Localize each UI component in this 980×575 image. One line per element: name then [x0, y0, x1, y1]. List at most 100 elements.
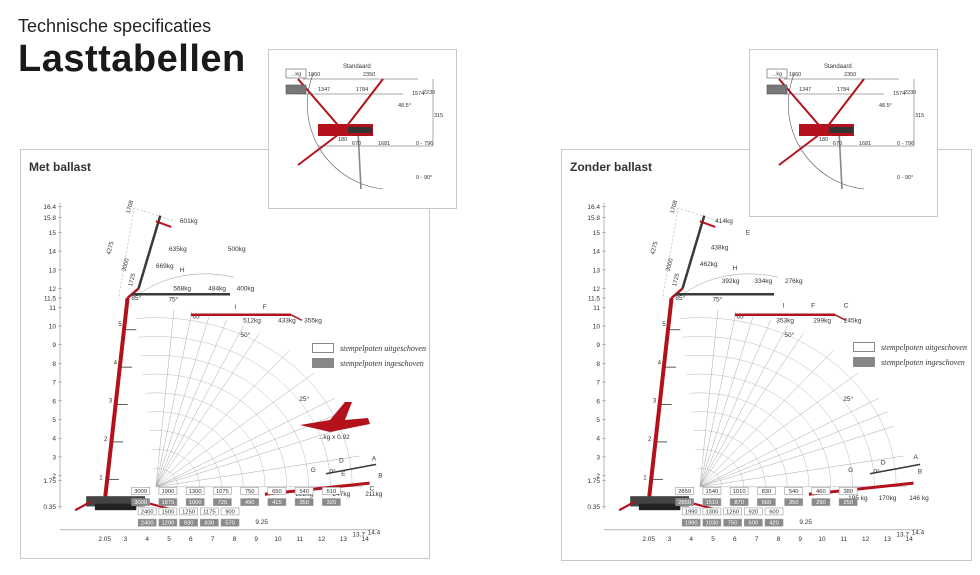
left-boom-dim-0: 1708: [126, 199, 135, 214]
left-table-mid-cell-0: [131, 498, 150, 506]
right-table-top-val-3: 830: [762, 489, 772, 495]
inset-right-leg-ur: [823, 78, 865, 132]
right-table-top-cell-2: [729, 487, 749, 495]
right-mast-num-0: 1: [643, 475, 647, 481]
right-table-mid-cell-2: [729, 498, 749, 506]
right-table-bot-cell-0: [681, 518, 701, 527]
left-outrigger-left: [74, 500, 92, 512]
left-table-top-val-3: 1075: [216, 489, 229, 495]
right-table-mid-val-2: 870: [734, 500, 744, 506]
left-angle-ray-9: [155, 319, 227, 487]
right-boom-dim-3: 1725: [672, 272, 681, 287]
left-letter-D: D: [339, 458, 344, 465]
legend-retracted: stempelpoten uitgeschoven: [340, 343, 426, 353]
right-angle-label-3: 50°: [784, 331, 794, 339]
left-table-mid-val-5: 415: [272, 500, 282, 506]
left-y-label-16: 2: [52, 473, 56, 480]
left-y-label-11: 7: [52, 380, 56, 387]
right-letter-E: E: [746, 229, 751, 236]
left-angle-ray-6: [155, 350, 290, 487]
left-table-low-val-1: 1500: [161, 509, 174, 515]
right-letter-C: C: [844, 302, 849, 309]
right-table-low-val-4: 600: [769, 509, 779, 515]
right-x-label-10: 12: [862, 536, 870, 543]
inset-right-cab: [829, 127, 853, 133]
inset-left-dim-1: 2350: [363, 72, 375, 78]
right-table-low-val-0: 1990: [685, 509, 698, 515]
right-load-low-1: 170kg: [879, 495, 897, 502]
right-y-label-5: 12: [593, 286, 601, 293]
right-x-extra-2: 14.4: [912, 530, 925, 537]
right-x-extra-0: 9.25: [799, 519, 812, 526]
right-boom-dim-0: 1708: [670, 199, 679, 214]
right-angle-ray-1: [699, 455, 904, 488]
left-load-low-0: 282kg: [295, 491, 313, 498]
left-x-label-12: 14: [362, 536, 370, 543]
right-y-label-17: 1.75: [587, 478, 600, 485]
right-y-label-3: 14: [593, 249, 601, 256]
left-y-label-7: 11: [49, 305, 56, 312]
right-table-mid-cell-3: [757, 498, 776, 506]
right-table-top-val-1: 1540: [705, 489, 718, 495]
right-chassis: [630, 496, 690, 507]
inset-left-kg-box-2: [285, 84, 307, 95]
left-jib-tip: [155, 220, 172, 228]
left-angle-ray-12: [155, 309, 175, 487]
right-angle-ray-10: [699, 315, 754, 487]
inset-left-cab: [348, 127, 372, 133]
right-y-label-11: 7: [596, 380, 600, 387]
left-y-label-8: 10: [49, 324, 57, 331]
right-y-label-1: 15.8: [587, 215, 600, 222]
left-legend: stempelpoten uitgeschoven stempelpoten i…: [312, 343, 426, 373]
right-table-bot-val-2: 750: [728, 521, 738, 527]
left-table-mid-cell-7: [322, 498, 341, 506]
right-y-label-7: 11: [593, 305, 600, 312]
inset-left-leg-ur: [342, 78, 384, 132]
legend-extended-right: stempelpoten ingeschoven: [881, 357, 965, 367]
right-angle-ray-9: [699, 319, 771, 487]
left-table-top-cell-5: [267, 487, 287, 495]
left-table-mid-val-6: 350: [299, 500, 309, 506]
left-x-extra-1: 13.7: [352, 531, 365, 538]
left-table-bot-cell-4: [220, 518, 240, 527]
left-table-top-cell-4: [240, 487, 259, 495]
left-radius-arc-7: [140, 355, 309, 487]
right-y-label-8: 10: [593, 324, 601, 331]
right-angle-ray-12: [699, 309, 719, 487]
right-y-label-15: 3: [596, 454, 600, 461]
right-y-label-18: 0.35: [587, 504, 600, 511]
left-table-top-cell-2: [185, 487, 205, 495]
right-y-label-10: 8: [596, 361, 600, 368]
left-x-label-1: 3: [124, 536, 128, 543]
right-y-label-16: 2: [596, 473, 600, 480]
left-boom-dim-3: 1725: [128, 272, 137, 287]
left-table-bot-cell-3: [200, 518, 219, 527]
left-table-low-cell-0: [137, 507, 157, 516]
right-letter-G: G: [848, 467, 853, 474]
left-jib-65-tip: [290, 314, 303, 322]
right-y-label-12: 6: [596, 398, 600, 405]
right-y-label-4: 13: [593, 267, 601, 274]
right-table-mid-val-5: 290: [816, 500, 826, 506]
right-table-bot-cell-1: [702, 518, 722, 527]
right-load-top-4: 334kg: [754, 278, 772, 285]
right-radius-arc-8: [682, 336, 875, 487]
inset-right-dim-3: 1784: [837, 87, 849, 93]
left-x-label-3: 5: [167, 536, 171, 543]
left-x-extra-0: 9.25: [255, 519, 268, 526]
left-panel-label: Met ballast: [29, 160, 92, 174]
left-y-label-18: 0.35: [43, 504, 56, 511]
right-table-mid-cell-5: [811, 498, 831, 506]
left-table-mid-val-2: 1000: [189, 500, 202, 506]
left-load-top-4: 568kg: [173, 285, 191, 292]
inset-right-dim-2: 1347: [799, 87, 811, 93]
right-x-label-0: 2.05: [642, 536, 655, 543]
left-table-mid-val-3: 725: [218, 500, 228, 506]
right-radius-arc-4: [691, 411, 788, 487]
right-x-label-2: 4: [689, 536, 693, 543]
right-letter-A: A: [914, 454, 919, 461]
left-x-label-5: 7: [211, 536, 215, 543]
left-load-top-2: 669kg: [156, 263, 174, 270]
legend-swatch-extended-right: [853, 357, 875, 367]
legend-retracted-right: stempelpoten uitgeschoven: [881, 342, 967, 352]
